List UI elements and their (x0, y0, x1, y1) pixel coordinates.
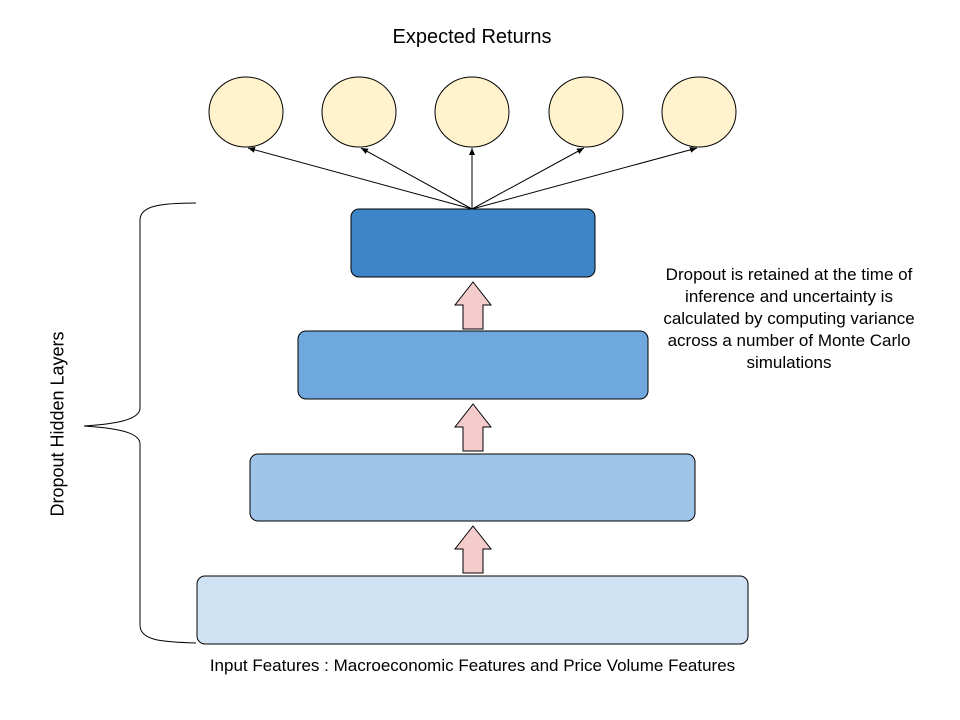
hidden-layer-bottom (249, 453, 696, 522)
output-connectors (247, 146, 698, 210)
output-node-2 (321, 76, 397, 148)
input-layer (196, 575, 749, 645)
output-nodes (208, 76, 737, 148)
output-node-1 (208, 76, 284, 148)
connector-line-4 (471, 147, 585, 210)
block-arrow-up-1 (453, 281, 493, 330)
diagram-title: Expected Returns (392, 26, 552, 48)
input-features-label: Input Features : Macroeconomic Features … (209, 656, 736, 675)
dropout-note: Dropout is retained at the time of infer… (663, 265, 915, 372)
block-arrow-up-2 (453, 403, 493, 452)
output-node-5 (661, 76, 737, 148)
output-node-3 (434, 76, 510, 148)
connector-line-2 (360, 147, 473, 210)
connector-line-5 (471, 146, 698, 210)
curly-brace (83, 202, 197, 644)
hidden-layer-middle (297, 330, 649, 400)
connector-line-1 (247, 146, 473, 210)
output-node-4 (548, 76, 624, 148)
block-arrow-up-3 (453, 525, 493, 574)
hidden-layer-top (350, 208, 596, 278)
dropout-hidden-layers-label: Dropout Hidden Layers (47, 331, 68, 517)
